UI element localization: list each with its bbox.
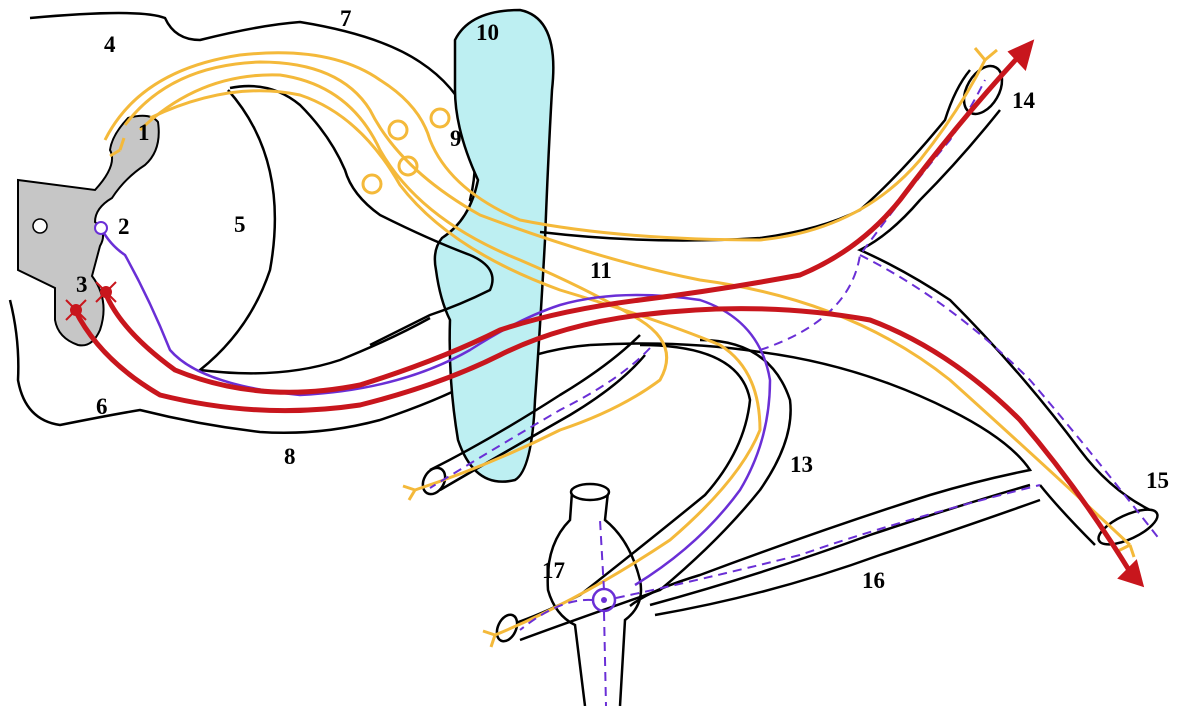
ganglion-shape [433,8,555,483]
labels: 1 2 3 4 5 6 7 8 9 10 11 13 14 15 16 17 [76,6,1169,593]
ramus-13-outline [519,338,792,642]
motor-fibers [72,53,1135,577]
spinal-cord-outline [29,11,541,234]
label-4: 4 [104,32,116,57]
branch-14-lower-outline [857,109,1151,512]
ventral-outline [589,342,1033,607]
autonomic-fibers [99,227,772,587]
motor-arrow-15 [1117,559,1145,588]
ganglion-top [569,482,611,502]
label-14: 14 [1012,88,1036,113]
label-9: 9 [450,126,462,151]
motor-arrow-14 [1007,39,1035,71]
dorsal-root-outline [229,84,494,347]
nerve-end-meningeal [421,466,447,496]
label-6: 6 [96,394,108,419]
postganglionic-nucleus [601,597,607,603]
nerve-end-14 [962,64,1004,116]
label-17: 17 [542,558,565,583]
label-7: 7 [340,6,352,31]
sensory-terminals [109,47,1136,648]
ramus-13-inner-outline [509,343,752,627]
label-11: 11 [590,258,612,283]
branch-15-lower-outline [1039,484,1096,546]
label-15: 15 [1146,468,1169,493]
motor-neurons [65,281,117,321]
label-5: 5 [234,212,246,237]
label-16: 16 [862,568,885,593]
label-10: 10 [476,20,499,45]
label-3: 3 [76,272,88,297]
grey-matter [17,114,160,347]
meningeal-branch-outline [429,334,646,492]
label-13: 13 [790,452,813,477]
preganglionic-neuron [94,221,108,235]
nerve-end-ramus [495,613,519,643]
label-1: 1 [138,120,150,145]
inner-loop-outline [196,89,431,375]
label-8: 8 [284,444,296,469]
label-2: 2 [118,214,130,239]
central-canal [32,218,48,234]
drg-cell-bodies [361,107,451,195]
